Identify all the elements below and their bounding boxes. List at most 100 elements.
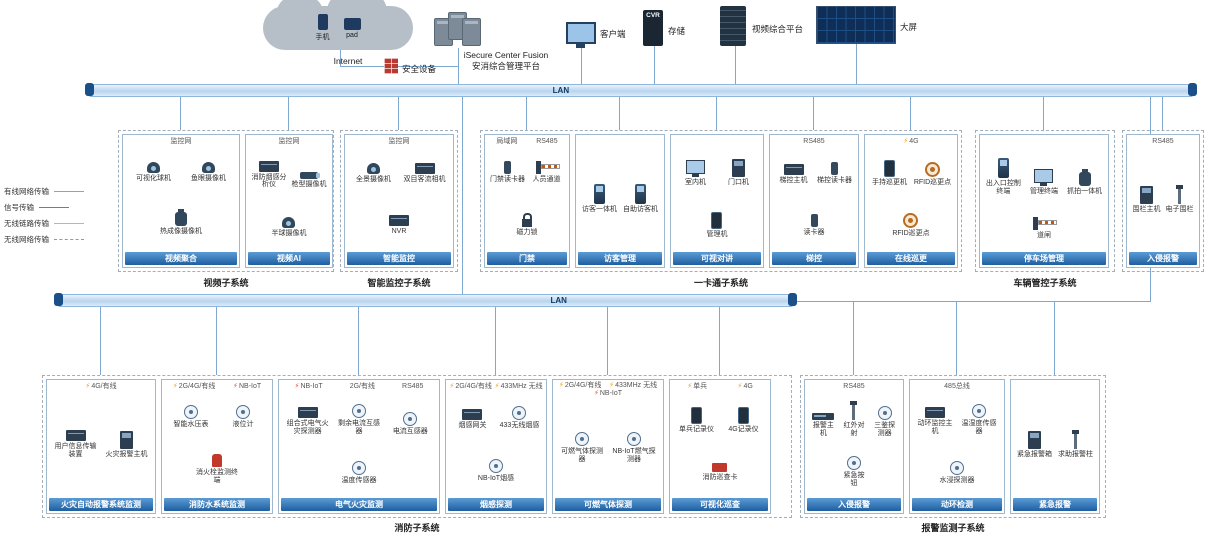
legend-line-sample [54, 238, 84, 240]
panel-icon [731, 159, 745, 178]
subsystem-box: 监控网可视化球机鱼眼摄像机热成像摄像机视频聚合 [122, 134, 240, 268]
panel-icon [120, 431, 133, 449]
device: 求助报警柱 [1057, 430, 1095, 459]
legend-line-sample [54, 190, 84, 192]
sensor-icon [950, 460, 964, 475]
connector-line [813, 95, 814, 130]
note-label: 4G/有线 [91, 382, 117, 390]
devices-area: 烟感网关 433无线烟感 NB-IoT烟感 [448, 391, 544, 498]
device-label: 电流互感器 [392, 428, 428, 436]
device: 组合式电气火灾探测器 [285, 407, 331, 436]
link-note: 监控网 [279, 137, 300, 146]
device-label: 温度传感器 [341, 476, 377, 484]
device-label: NB-IoT烟感 [477, 474, 515, 482]
notes-row: ⚡2G/4G/有线⚡433MHz 无线 [448, 382, 544, 391]
device-label: 报警主机 [812, 422, 834, 437]
connector-line [856, 42, 857, 84]
device: 单兵记录仪 [675, 406, 718, 434]
device: 门口机 [719, 159, 759, 187]
connector-line [654, 46, 655, 84]
link-note: ⚡4G [903, 137, 918, 146]
note-label: NB-IoT [599, 389, 623, 397]
device: 全景摄像机 [350, 162, 397, 184]
box-icon [389, 214, 409, 226]
client-monitor-icon [566, 22, 596, 48]
device: 电子围栏 [1164, 184, 1194, 214]
subsystem-box: 485总线动环监控主机温湿度传感器水浸探测器动环检测 [909, 379, 1005, 514]
notes-row [1013, 382, 1097, 391]
box-icon [414, 162, 435, 174]
device-label: 三鉴探测器 [874, 422, 896, 437]
link-note: 局域网 [496, 137, 517, 146]
sensor-icon [488, 458, 503, 473]
device-label: 抓拍一体机 [1067, 187, 1103, 195]
device: 梯控主机 [775, 163, 813, 185]
legend-item: 有线网络传输 [4, 183, 84, 199]
rfid-icon [903, 213, 919, 229]
note-label: 监控网 [278, 137, 300, 145]
connector-line [956, 301, 957, 375]
subsystem-group: 监控网可视化球机鱼眼摄像机热成像摄像机视频聚合监控网消防烟感分析仪枪型摄像机半球… [118, 130, 334, 272]
note-label: NB-IoT [238, 382, 262, 390]
lock-icon [522, 212, 532, 227]
device: 磁力锁 [509, 212, 545, 237]
link-note: ⚡NB-IoT [295, 382, 323, 391]
gate-icon [1033, 217, 1057, 231]
legend-item: 信号传输 [4, 199, 84, 215]
box-title-bar: 门禁 [487, 252, 567, 265]
connector-line [495, 305, 496, 375]
connector-line [1162, 95, 1163, 130]
ptz-icon [1078, 168, 1091, 186]
box-title-bar: 停车场管理 [982, 252, 1106, 265]
device-label: 消火栓监测终端 [195, 468, 238, 484]
card-icon [712, 463, 728, 473]
device-label: 自助访客机 [623, 206, 658, 214]
subsystem-box: 室内机门口机管理机可视对讲 [670, 134, 764, 268]
device: 三鉴探测器 [871, 406, 899, 438]
switch-icon [812, 413, 835, 421]
device-label: 可视化球机 [136, 174, 171, 182]
device: 门禁读卡器 [490, 161, 526, 184]
legend-line-sample [54, 222, 84, 224]
device-label: 门禁读卡器 [490, 176, 525, 184]
devices-area: 报警主机红外对射三鉴探测器紧急按钮 [807, 391, 901, 498]
link-note: ⚡4G/有线 [85, 382, 116, 391]
firewall-icon [384, 58, 398, 74]
connector-line [358, 305, 359, 375]
connector-line [853, 301, 854, 375]
monitor-icon [1034, 168, 1054, 186]
kiosk-icon [635, 184, 646, 205]
reader-icon [831, 161, 838, 175]
device: 433无线烟感 [498, 406, 541, 430]
device-label: 火灾报警主机 [105, 451, 148, 458]
device: RFID巡更点 [891, 213, 931, 238]
device-label: 智能水压表 [173, 420, 209, 428]
server-cluster-icon [434, 12, 481, 46]
subsystem-box: 访客一体机自助访客机访客管理 [575, 134, 665, 268]
video-platform-rack-icon [720, 6, 746, 46]
box-title-bar: 电气火灾监测 [281, 498, 437, 511]
node-label: 存储 [668, 26, 686, 36]
note-label: NB-IoT [300, 382, 323, 390]
notes-row: ⚡单兵⚡4G [672, 382, 768, 391]
notes-row [578, 137, 662, 146]
devices-area: 门禁读卡器人员通道磁力锁 [487, 146, 567, 252]
subsystem-box: 紧急报警箱求助报警柱紧急报警 [1010, 379, 1100, 514]
device: 液位计 [219, 404, 267, 429]
connector-line [792, 301, 1150, 302]
pole-icon [1072, 430, 1079, 450]
device-label: 全景摄像机 [356, 175, 391, 183]
device-label: 梯控主机 [779, 176, 808, 184]
box-title-bar: 烟感探测 [448, 498, 544, 511]
sensor-icon [512, 406, 527, 421]
device: 梯控读卡器 [816, 161, 854, 185]
device-label: 烟感网关 [458, 422, 487, 430]
subsystem-box: 监控网消防烟感分析仪枪型摄像机半球摄像机视频AI [245, 134, 333, 268]
link-note: ⚡单兵 [687, 382, 707, 391]
reader-icon [504, 161, 511, 175]
